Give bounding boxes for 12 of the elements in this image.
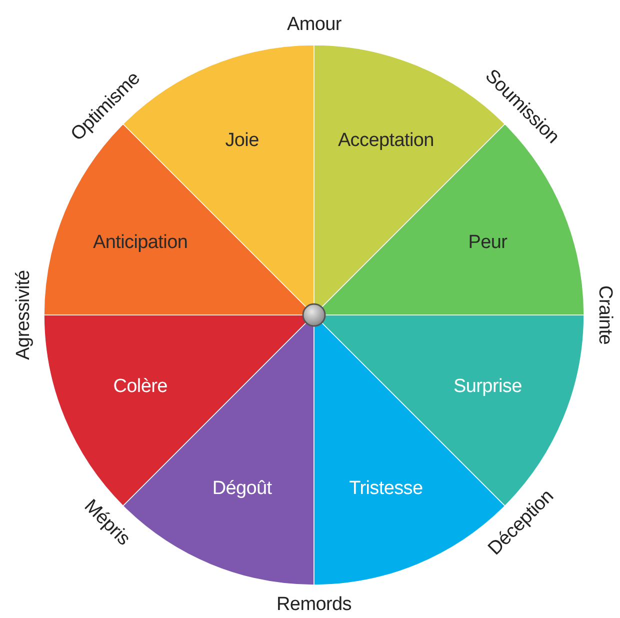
outer-emotion-label: Amour — [287, 14, 342, 36]
outer-emotion-label: Crainte — [593, 285, 616, 345]
emotion-label: Tristesse — [349, 478, 423, 500]
outer-emotion-label: Agressivité — [12, 270, 35, 360]
emotion-label: Peur — [468, 232, 508, 254]
emotion-label: Anticipation — [92, 232, 188, 254]
emotion-label: Colère — [113, 376, 168, 398]
outer-emotion-label: Remords — [276, 594, 352, 616]
emotion-label: Joie — [225, 130, 259, 152]
emotion-label: Dégoût — [212, 478, 272, 500]
emotion-label: Acceptation — [338, 130, 434, 152]
emotion-label: Surprise — [454, 376, 522, 398]
